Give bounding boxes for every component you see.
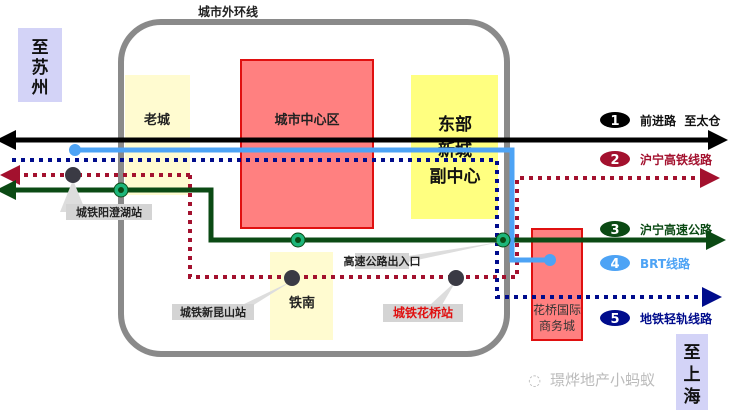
station-yangchenghu-icon[interactable]	[65, 167, 81, 183]
city-center-zone	[240, 59, 374, 229]
legend-number: 1	[610, 114, 619, 129]
legend-number: 4	[610, 257, 619, 272]
station-yangchenghu-label: 城铁阳澄湖站	[76, 205, 142, 219]
highway-exit-label: 高速公路出入口	[344, 254, 421, 268]
legend-number: 2	[610, 153, 619, 168]
to-suzhou-label: 至	[32, 38, 49, 58]
legend-number: 5	[610, 312, 619, 327]
station-label-bg	[383, 304, 463, 322]
interchange-icon	[495, 232, 511, 248]
huaqiao-label: 商务城	[539, 318, 575, 333]
legend-number: 3	[610, 223, 619, 238]
legend-label: 沪宁高铁线路	[640, 152, 713, 167]
huaqiao-label: 花桥国际	[533, 302, 581, 317]
to-suzhou-box	[18, 28, 62, 102]
city-center-label: 城市中心区	[274, 112, 339, 128]
legend: 1 前进路 至太仓 2 沪宁高铁线路 3 沪宁高速公路 4 BRT线路 5 地铁轻轨线路	[600, 112, 721, 327]
huaqiao-zone	[531, 228, 583, 341]
station-xinkunshan-label: 城铁新昆山站	[180, 305, 246, 319]
east-new-city-label: 副中心	[430, 166, 481, 187]
to-shanghai-label: 上	[684, 365, 701, 385]
legend-item-1: 1 前进路 至太仓	[600, 112, 721, 129]
to-shanghai-box	[676, 334, 708, 410]
legend-badge	[600, 310, 630, 326]
station-label-bg	[355, 253, 409, 269]
station-huaqiao-label: 城铁花桥站	[393, 305, 453, 320]
legend-label: 前进路 至太仓	[640, 113, 721, 128]
legend-label: 沪宁高速公路	[640, 222, 713, 237]
route-4-brt	[75, 147, 550, 263]
callout-pointer	[430, 281, 456, 305]
east-new-city-label: 东部	[438, 114, 472, 135]
old-city-label: 老城	[143, 112, 170, 128]
east-new-city-zone	[411, 75, 498, 219]
station-label-bg	[172, 304, 254, 320]
to-suzhou-label: 州	[31, 78, 49, 98]
legend-label: BRT线路	[640, 256, 691, 271]
to-shanghai-label: 海	[684, 386, 701, 407]
legend-item-5: 5 地铁轻轨线路	[600, 310, 713, 327]
route-3-highway	[14, 187, 726, 250]
brt-terminal	[544, 254, 556, 266]
legend-item-3: 3 沪宁高速公路	[600, 221, 713, 238]
wechat-icon: ◌	[528, 371, 541, 389]
to-suzhou-label: 苏	[32, 57, 49, 78]
station-label-bg	[66, 204, 152, 220]
to-shanghai-label: 至	[684, 343, 701, 363]
legend-label: 地铁轻轨线路	[640, 311, 713, 326]
legend-badge	[600, 151, 630, 167]
watermark: 璟烨地产小蚂蚁	[550, 371, 655, 389]
station-huaqiao-icon[interactable]	[448, 270, 464, 286]
legend-badge	[600, 112, 630, 128]
legend-item-4: 4 BRT线路	[600, 255, 691, 272]
callout-pointer	[240, 281, 292, 306]
station-xinkunshan-icon[interactable]	[284, 270, 300, 286]
brt-terminal	[69, 144, 81, 156]
interchange-icon	[113, 182, 129, 198]
callout-pointer	[408, 242, 500, 262]
outer-ring-label: 城市外环线	[198, 4, 258, 19]
legend-item-2: 2 沪宁高铁线路	[600, 151, 713, 168]
legend-badge	[600, 221, 630, 237]
interchange-icon	[290, 232, 306, 248]
tienan-zone	[270, 252, 333, 340]
tienan-label: 铁南	[288, 295, 315, 311]
legend-badge	[600, 255, 630, 271]
